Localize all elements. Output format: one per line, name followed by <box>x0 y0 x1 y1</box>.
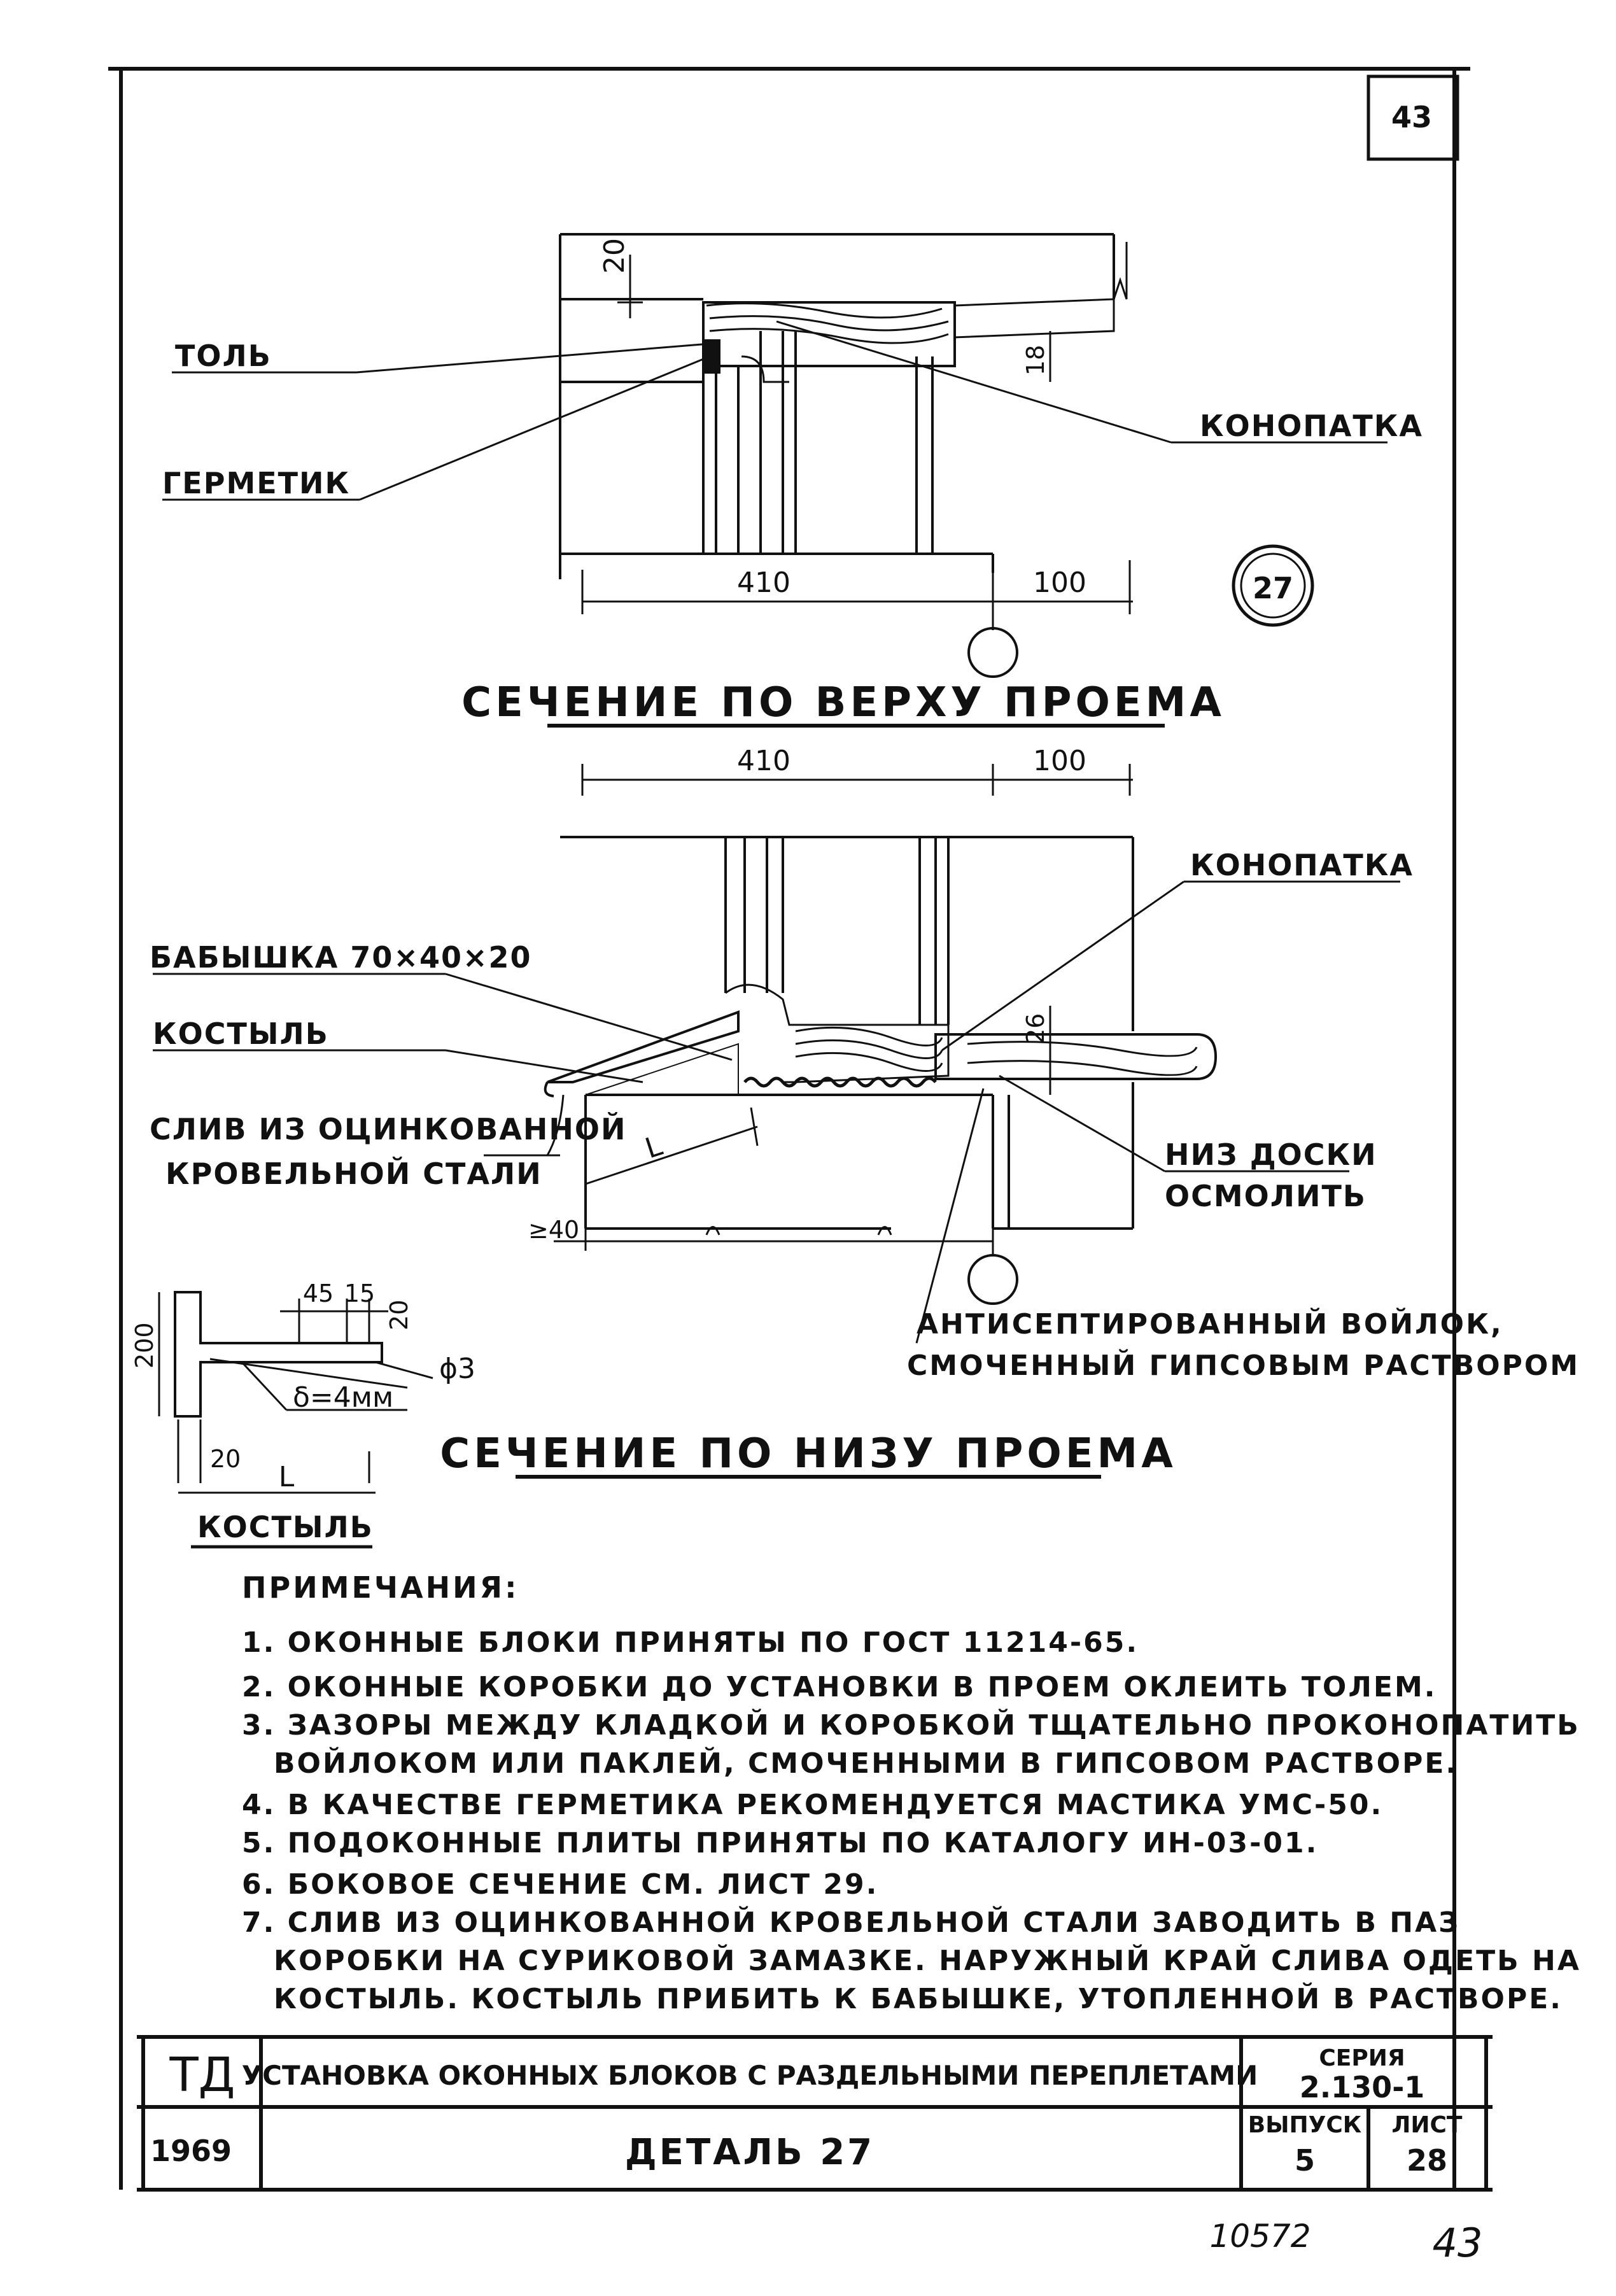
label-voylok-line2: СМОЧЕННЫЙ ГИПСОВЫМ РАСТВОРОМ <box>907 1348 1580 1382</box>
kostyl-caption: КОСТЫЛЬ <box>197 1510 374 1544</box>
dim-20-horizontal: 20 <box>210 1445 241 1473</box>
dim-18-top: 18 <box>1022 345 1050 376</box>
title-block-vypusk-label: ВЫПУСК <box>1248 2112 1361 2138</box>
title-bottom-section: СЕЧЕНИЕ ПО НИЗУ ПРОЕМА <box>440 1430 1177 1477</box>
label-niz-doski: НИЗ ДОСКИ <box>1165 1137 1377 1172</box>
label-konopatka-top: КОНОПАТКА <box>1200 409 1423 443</box>
note-7: 7. СЛИВ ИЗ ОЦИНКОВАННОЙ КРОВЕЛЬНОЙ СТАЛИ… <box>242 1905 1460 1939</box>
dim-410-bottom: 410 <box>737 745 790 777</box>
dim-40-bottom: ≥40 <box>528 1216 579 1244</box>
detail-marker-text: 27 <box>1253 571 1293 605</box>
dim-15: 15 <box>344 1279 375 1307</box>
dim-45: 45 <box>303 1279 334 1307</box>
title-block-seriya-label: СЕРИЯ <box>1319 2045 1405 2071</box>
dim-L-kostyl: L <box>279 1461 295 1493</box>
title-block-seriya-value: 2.130-1 <box>1300 2070 1425 2104</box>
label-babyshka: БАБЫШКА 70×40×20 <box>150 940 532 975</box>
dim-L-bottom: L <box>642 1129 667 1165</box>
page-number-box-text: 43 <box>1391 100 1432 134</box>
label-germetik: ГЕРМЕТИК <box>162 466 350 500</box>
detail-marker-inner <box>1240 553 1306 619</box>
note-7-cont1: КОРОБКИ НА СУРИКОВОЙ ЗАМАЗКЕ. НАРУЖНЫЙ К… <box>274 1943 1581 1977</box>
top-section-drawing <box>162 233 1388 678</box>
page-number-box <box>1367 74 1459 161</box>
dim-26-bottom: 26 <box>1022 1013 1050 1044</box>
notes-heading: ПРИМЕЧАНИЯ: <box>242 1570 519 1605</box>
title-block-frame <box>137 2035 1493 2192</box>
bottom-section-drawing <box>153 764 1400 1344</box>
note-3-cont: ВОЙЛОКОМ ИЛИ ПАКЛЕЙ, СМОЧЕННЫМИ В ГИПСОВ… <box>274 1746 1458 1780</box>
note-2: 2. ОКОННЫЕ КОРОБКИ ДО УСТАНОВКИ В ПРОЕМ … <box>242 1671 1437 1703</box>
note-3: 3. ЗАЗОРЫ МЕЖДУ КЛАДКОЙ И КОРОБКОЙ ТЩАТЕ… <box>242 1708 1580 1742</box>
dim-410-top: 410 <box>737 567 790 599</box>
title-block-org: ТД <box>169 2048 235 2102</box>
footer-page-number: 43 <box>1433 2220 1483 2266</box>
label-sliv-line2: КРОВЕЛЬНОЙ СТАЛИ <box>165 1157 542 1191</box>
label-kostyl: КОСТЫЛЬ <box>153 1017 329 1051</box>
label-sliv-line1: СЛИВ ИЗ ОЦИНКОВАННОЙ <box>150 1112 626 1146</box>
note-5: 5. ПОДОКОННЫЕ ПЛИТЫ ПРИНЯТЫ ПО КАТАЛОГУ … <box>242 1827 1318 1859</box>
title-block-detail: ДЕТАЛЬ 27 <box>625 2132 875 2173</box>
dim-100-top: 100 <box>1033 567 1086 599</box>
footer-stamp-number: 10572 <box>1209 2218 1310 2255</box>
title-block-vypusk-value: 5 <box>1295 2143 1315 2178</box>
detail-marker-circle <box>1232 544 1314 627</box>
title-top-section: СЕЧЕНИЕ ПО ВЕРХУ ПРОЕМА <box>461 679 1225 726</box>
label-konopatka-bottom: КОНОПАТКА <box>1190 848 1414 882</box>
kostyl-detail-drawing <box>158 1291 433 1494</box>
dim-100-bottom: 100 <box>1033 745 1086 777</box>
sheet-frame <box>108 67 1470 2190</box>
title-block-title: УСТАНОВКА ОКОННЫХ БЛОКОВ С РАЗДЕЛЬНЫМИ П… <box>242 2060 1258 2091</box>
dim-delta: δ=4мм <box>293 1381 393 1414</box>
title-block-list-value: 28 <box>1407 2143 1447 2178</box>
title-block-list-label: ЛИСТ <box>1391 2112 1462 2138</box>
label-osmolit: ОСМОЛИТЬ <box>1165 1179 1367 1213</box>
dim-20-vertical: 20 <box>385 1300 413 1330</box>
dim-20-top: 20 <box>598 238 631 274</box>
title-block-year: 1969 <box>150 2134 232 2168</box>
dim-phi3: ϕ3 <box>439 1353 475 1385</box>
note-1: 1. ОКОННЫЕ БЛОКИ ПРИНЯТЫ ПО ГОСТ 11214-6… <box>242 1626 1139 1659</box>
label-voylok-line1: АНТИСЕПТИРОВАННЫЙ ВОЙЛОК, <box>917 1307 1503 1341</box>
note-4: 4. В КАЧЕСТВЕ ГЕРМЕТИКА РЕКОМЕНДУЕТСЯ МА… <box>242 1789 1383 1821</box>
note-7-cont2: КОСТЫЛЬ. КОСТЫЛЬ ПРИБИТЬ К БАБЫШКЕ, УТОП… <box>274 1982 1563 2015</box>
label-tol: ТОЛЬ <box>175 339 272 373</box>
note-6: 6. БОКОВОЕ СЕЧЕНИЕ СМ. ЛИСТ 29. <box>242 1868 878 1901</box>
dim-200: 200 <box>130 1322 158 1369</box>
